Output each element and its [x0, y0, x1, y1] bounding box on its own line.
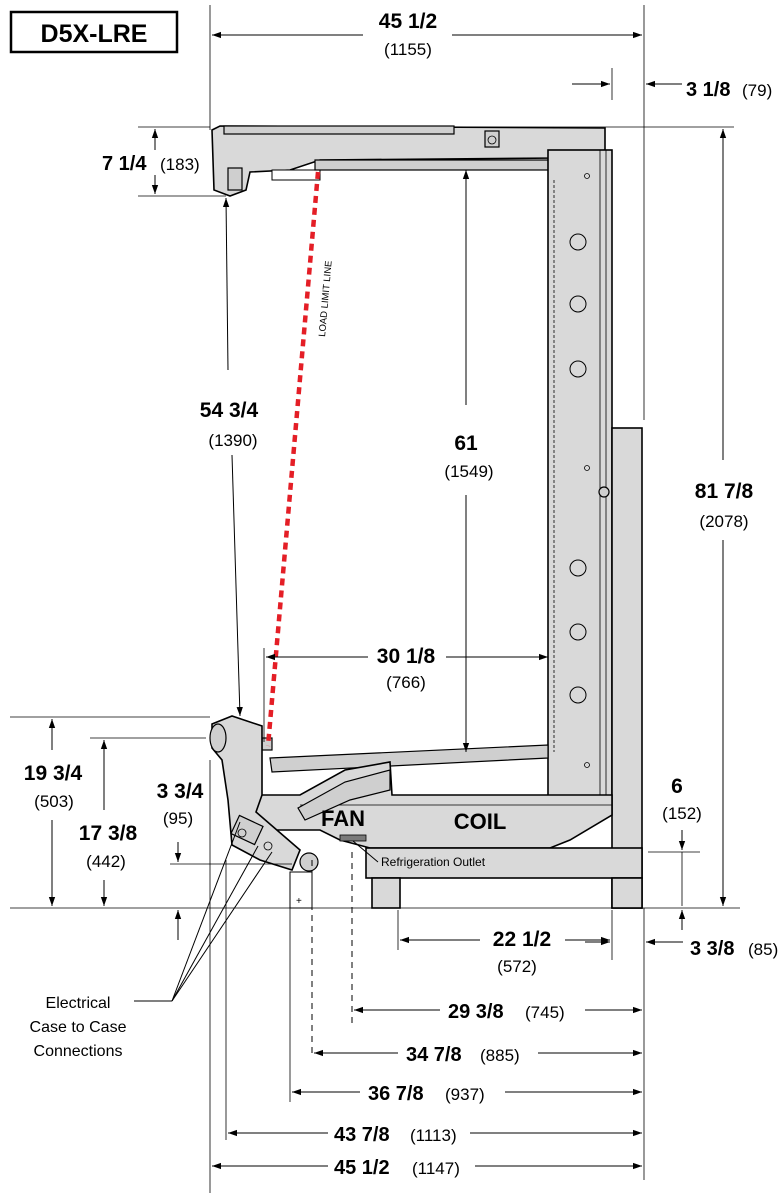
duct-peg-2 — [584, 465, 590, 471]
top-duct — [314, 159, 556, 171]
dim-canopy-height-metric: (183) — [160, 155, 200, 174]
drain-plus-icon: + — [296, 896, 302, 907]
canopy-fitting — [484, 130, 500, 148]
duct-knob — [598, 486, 610, 498]
load-limit-line — [265, 171, 321, 747]
dim-885-main: 34 7/8 — [406, 1044, 462, 1066]
front-leg — [371, 877, 401, 909]
dim-interior-height-main: 61 — [454, 432, 478, 455]
dim-1113-metric: (1113) — [410, 1126, 457, 1145]
rear-back-panel — [611, 427, 643, 909]
front-bumper — [209, 723, 227, 753]
dim-leg-spacing-main: 22 1/2 — [493, 928, 551, 951]
dim-shelf-depth-main: 30 1/8 — [377, 645, 436, 668]
canopy-fitting-ring — [487, 135, 497, 145]
dim-rear-offset-metric: (85) — [748, 940, 778, 959]
coil-label: COIL — [454, 809, 507, 834]
canopy-top-rail — [223, 125, 455, 135]
duct-peg-1 — [584, 173, 590, 179]
electrical-box — [230, 814, 264, 846]
dim-base-width-metric: (1147) — [412, 1159, 460, 1178]
dim-top-overhang-main: 3 1/8 — [686, 79, 730, 101]
dim-bumper-height-main: 17 3/8 — [79, 822, 138, 845]
dim-front-height-metric: (503) — [34, 792, 74, 811]
fan-baffle — [297, 769, 391, 821]
extension-lines — [10, 5, 740, 1193]
dim-rear-height-main: 6 — [671, 775, 683, 798]
dim-front-height-main: 19 3/4 — [24, 762, 83, 785]
duct-hole-4 — [569, 559, 587, 577]
load-limit-label: LOAD LIMIT LINE — [317, 260, 335, 337]
canopy-clip — [227, 167, 243, 191]
dim-rear-offset-main: 3 3/8 — [690, 938, 734, 960]
electrical-label-line1: Electrical — [46, 995, 111, 1012]
duct-hole-5 — [569, 623, 587, 641]
dim-interior-height-metric: (1549) — [444, 462, 493, 481]
outlet-leader — [352, 840, 379, 863]
dim-outlet-height-main: 3 3/4 — [157, 780, 204, 803]
dim-overall-width-metric: (1155) — [384, 40, 432, 59]
dim-base-width-main: 45 1/2 — [334, 1157, 390, 1179]
electrical-leaders — [134, 821, 273, 1002]
electrical-port-1 — [237, 828, 247, 838]
dim-outlet-distance-main: 29 3/8 — [448, 1001, 504, 1023]
dim-load-limit-main: 54 3/4 — [200, 399, 259, 422]
case-body: + — [209, 125, 643, 909]
duct-peg-3 — [584, 762, 590, 768]
model-title-box — [9, 10, 179, 54]
dim-shelf-depth-metric: (766) — [386, 673, 426, 692]
duct-hole-3 — [569, 360, 587, 378]
dim-overall-height-main: 81 7/8 — [695, 480, 754, 503]
canopy — [211, 125, 606, 197]
bottom-deck — [269, 744, 549, 773]
dim-canopy-height-main: 7 1/4 — [102, 153, 147, 175]
dim-load-limit-metric: (1390) — [208, 431, 257, 450]
duct-hole-2 — [569, 295, 587, 313]
dimension-arrows — [48, 31, 727, 1170]
refrigeration-outlet-label: Refrigeration Outlet — [381, 855, 486, 869]
dim-937-main: 36 7/8 — [368, 1083, 424, 1105]
duct-hole-6 — [569, 686, 587, 704]
dim-overall-height-metric: (2078) — [699, 512, 748, 531]
model-title: D5X-LRE — [41, 20, 148, 48]
refrigeration-outlet — [339, 834, 367, 842]
dim-rear-height-metric: (152) — [662, 804, 702, 823]
dim-leg-spacing-metric: (572) — [497, 957, 537, 976]
base-frame — [365, 847, 643, 879]
electrical-label-line3: Connections — [34, 1043, 123, 1060]
dim-outlet-height-metric: (95) — [163, 809, 193, 828]
dim-885-metric: (885) — [480, 1046, 520, 1065]
rear-duct — [547, 149, 613, 801]
duct-hole-1 — [569, 233, 587, 251]
dim-937-metric: (937) — [445, 1085, 485, 1104]
dim-bumper-height-metric: (442) — [86, 852, 126, 871]
dim-top-overhang-metric: (79) — [742, 81, 772, 100]
rear-leg — [611, 877, 643, 909]
dim-overall-width-main: 45 1/2 — [379, 10, 437, 33]
drain-fitting — [299, 852, 319, 872]
electrical-label-line2: Case to Case — [30, 1019, 127, 1036]
electrical-port-2 — [263, 841, 273, 851]
light-channel — [271, 169, 321, 181]
fan-label: FAN — [321, 806, 365, 831]
dim-outlet-distance-metric: (745) — [525, 1003, 565, 1022]
dim-1113-main: 43 7/8 — [334, 1124, 390, 1146]
